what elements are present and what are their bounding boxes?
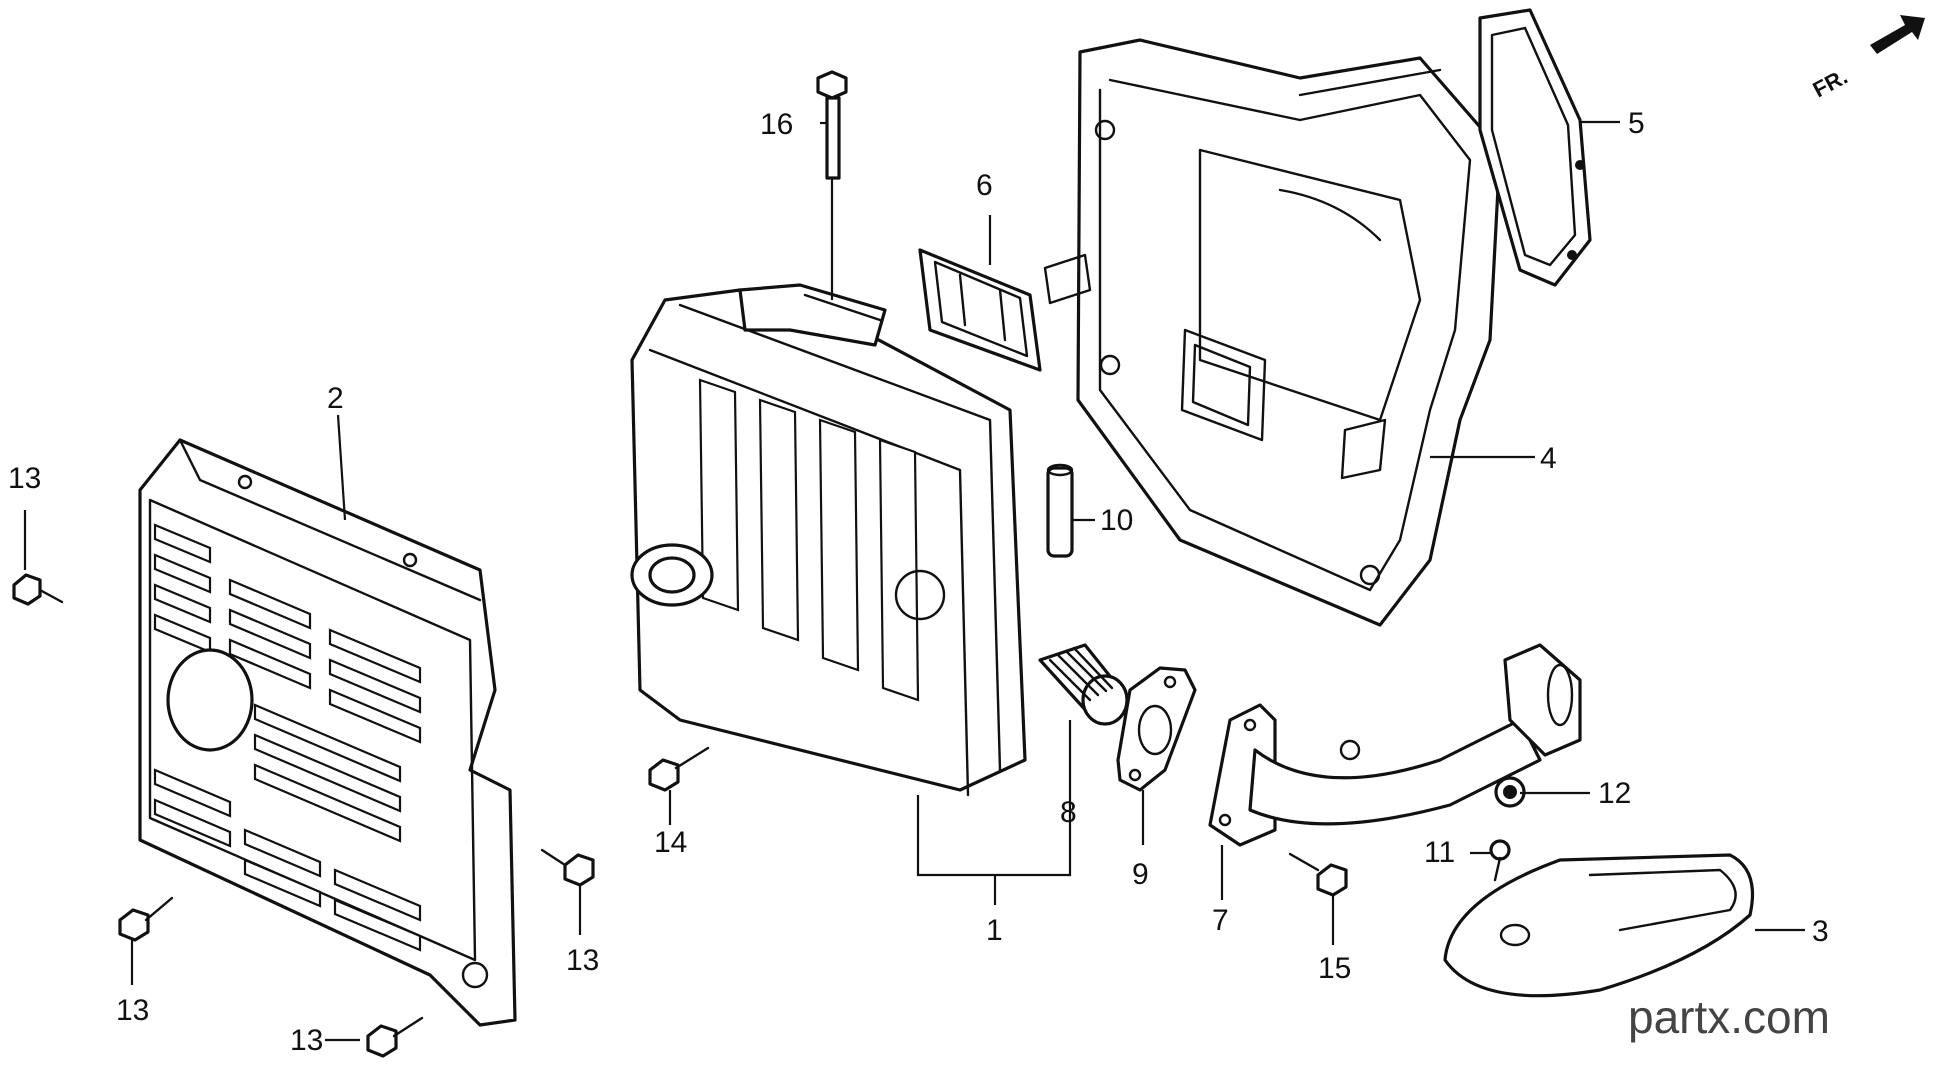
part-1-muffler	[630, 283, 1027, 797]
callout-6: 6	[976, 169, 993, 202]
bolt-14	[648, 746, 710, 792]
leader-lines	[23, 120, 1805, 1042]
callout-1: 1	[986, 914, 1003, 947]
callout-8: 8	[1060, 796, 1077, 829]
callout-4: 4	[1540, 442, 1557, 475]
callouts: 16 6 5 4 2 13 10 8 9 7 1 12 11 3 13 13 1…	[8, 107, 1829, 1057]
callout-2: 2	[327, 382, 344, 415]
callout-14: 14	[654, 826, 687, 859]
callout-5: 5	[1628, 107, 1645, 140]
front-direction-marker: FR.	[1809, 15, 1925, 102]
part-2-muffler-cover	[138, 438, 517, 1027]
callout-3: 3	[1812, 915, 1829, 948]
watermark: partx.com	[1628, 991, 1830, 1043]
part-10-pin	[1046, 463, 1074, 558]
callout-9: 9	[1132, 858, 1149, 891]
callout-10: 10	[1100, 504, 1133, 537]
callout-16: 16	[760, 108, 793, 141]
cover-vent-slots	[153, 523, 422, 952]
bolt-16	[816, 70, 848, 180]
callout-13-left: 13	[8, 462, 41, 495]
callout-11: 11	[1424, 836, 1455, 869]
part-8-spark-arrester-screen	[1038, 643, 1129, 726]
part-6-bracket-plate	[918, 248, 1042, 372]
part-7-exhaust-pipe	[1208, 643, 1582, 847]
bolt-13-right	[540, 848, 595, 887]
part-3-tail-cover	[1443, 853, 1755, 998]
bolt-13-bottom	[366, 1016, 424, 1058]
part-11-screw	[1489, 839, 1511, 882]
callout-13-right: 13	[566, 944, 599, 977]
part-4-muffler-protector	[1043, 38, 1502, 627]
part-9-gasket	[1116, 666, 1197, 792]
callout-7: 7	[1212, 904, 1229, 937]
front-marker-label: FR.	[1809, 64, 1852, 103]
callout-12: 12	[1598, 777, 1631, 810]
bolt-13-left	[12, 573, 64, 606]
callout-15: 15	[1318, 952, 1351, 985]
part-5-spark-arrester-plate	[1478, 8, 1592, 287]
callout-13-lower-left: 13	[116, 994, 149, 1027]
part-12-nut	[1494, 776, 1526, 808]
bolt-13-lower-left	[118, 896, 174, 942]
callout-13-bottom: 13	[290, 1024, 323, 1057]
bolt-15	[1288, 852, 1348, 897]
